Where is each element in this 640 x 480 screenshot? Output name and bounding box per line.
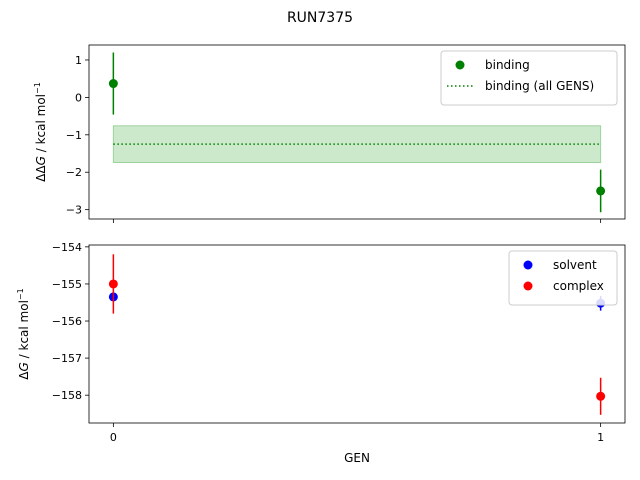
y-tick-label: −1 xyxy=(66,129,82,142)
x-tick-label: 1 xyxy=(597,431,604,444)
y-tick-label: 0 xyxy=(75,91,82,104)
x-tick-label: 0 xyxy=(110,431,117,444)
data-point xyxy=(596,391,606,401)
legend-marker xyxy=(523,260,533,270)
data-point xyxy=(108,79,118,89)
legend-box xyxy=(508,250,618,306)
binding-x-ticks xyxy=(112,219,602,223)
legend-label: solvent xyxy=(553,258,597,272)
y-tick-label: −154 xyxy=(52,241,82,254)
binding-y-axis-label: ΔΔG / kcal mol−1 xyxy=(33,82,48,182)
legend-box xyxy=(440,50,618,106)
binding-axes-frame xyxy=(88,44,626,220)
legend-marker xyxy=(455,60,465,70)
data-point xyxy=(108,279,118,289)
y-tick-label: −2 xyxy=(66,166,82,179)
free-energy-x-axis-label: GEN xyxy=(344,451,370,465)
legend-label: binding (all GENS) xyxy=(485,79,594,93)
y-tick-label: −3 xyxy=(66,204,82,217)
binding-y-ticks: 1 0 −1 −2 −3 xyxy=(66,54,89,217)
figure-title: RUN7375 xyxy=(287,10,353,26)
y-tick-label: −155 xyxy=(52,278,82,291)
y-tick-label: −157 xyxy=(52,352,82,365)
free-energy-axes-frame xyxy=(88,244,626,424)
binding-legend: binding binding (all GENS) xyxy=(440,50,618,106)
free-energy-legend: solvent complex xyxy=(508,250,618,306)
y-tick-label: 1 xyxy=(75,54,82,67)
free-energy-y-axis-label: ΔG / kcal mol−1 xyxy=(16,288,31,379)
y-tick-label: −158 xyxy=(52,389,82,402)
free-energy-y-ticks: −154 −155 −156 −157 −158 xyxy=(52,241,89,402)
legend-label: complex xyxy=(553,279,604,293)
legend-label: binding xyxy=(485,58,530,72)
legend-marker xyxy=(523,281,533,291)
binding-panel: 10−1−2−3 ΔΔG / kcal mol−1 bindingbinding… xyxy=(33,44,626,223)
binding-series xyxy=(108,52,606,213)
y-tick-label: −156 xyxy=(52,315,82,328)
data-point xyxy=(596,186,606,196)
